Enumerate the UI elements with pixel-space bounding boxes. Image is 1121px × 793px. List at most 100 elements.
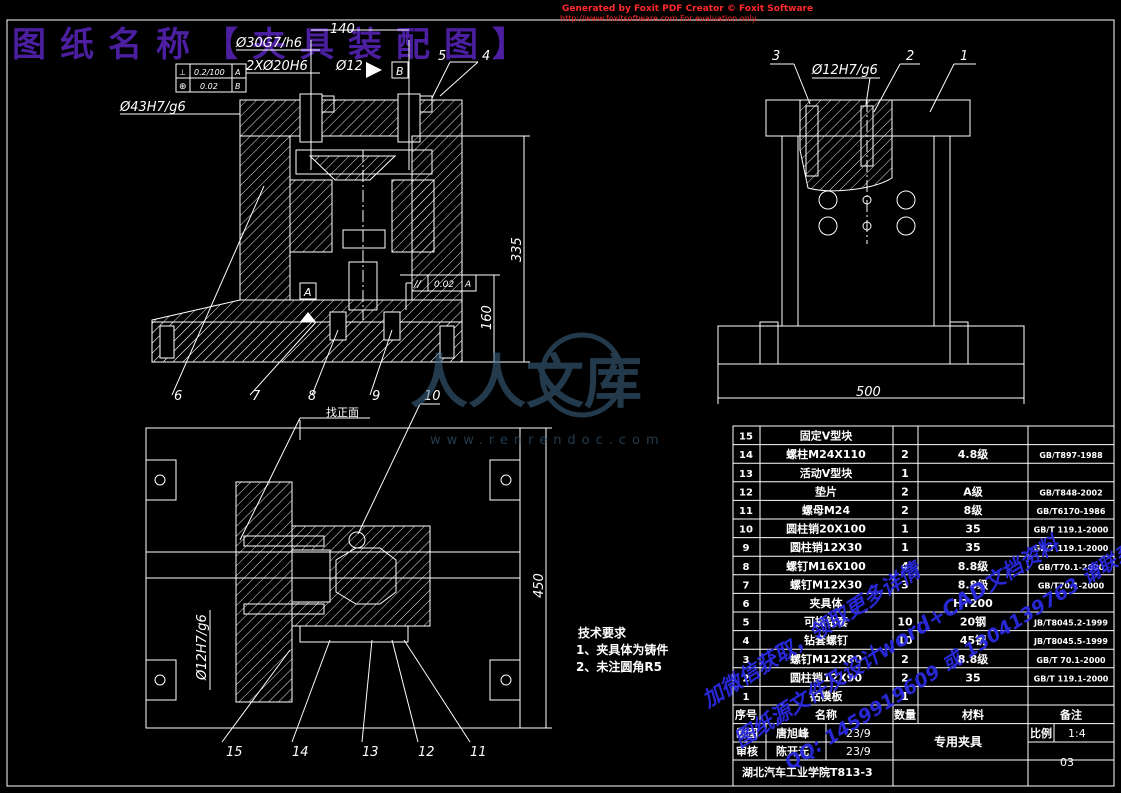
draw-date: 23/9: [846, 727, 871, 740]
svg-text:⊕: ⊕: [179, 82, 187, 92]
bom-row-name: 圆柱销20X100: [786, 522, 866, 536]
watermark-url: www.renrendoc.com: [430, 433, 665, 448]
side-fit: Ø12H7/g6: [811, 63, 878, 78]
bom-row-no: 14: [739, 450, 753, 461]
callout-4: 4: [482, 49, 490, 64]
bom-row-qty: 4: [901, 560, 909, 573]
bom-row-note: GB/T 119.1-2000: [1034, 544, 1109, 553]
bom-row-qty: 1: [901, 690, 909, 703]
tol-row2-ref: B: [235, 82, 241, 91]
bom-row-no: 11: [739, 506, 753, 517]
dim-height-lower: 160: [480, 305, 495, 330]
bom-row-name: 螺钉M12X30: [790, 577, 862, 591]
fit-h6: 2XØ20H6: [246, 59, 308, 74]
tech-requirements: 技术要求 1、夹具体为铸件 2、未注圆角R5: [576, 625, 668, 674]
school-name: 湖北汽车工业学院T813-3: [742, 765, 873, 779]
callout-12: 12: [418, 745, 435, 760]
bom-head-qty: 数量: [894, 708, 916, 722]
bom-row-material: 35: [965, 523, 980, 536]
bom-row-qty: 1: [901, 523, 909, 536]
bom-head-name: 名称: [815, 708, 837, 722]
bom-row-material: 35: [965, 671, 980, 684]
front-view: A // 0.02 A 140 335 160 Ø30G7/h6 2XØ20H6…: [119, 22, 530, 404]
bom-row-no: 15: [739, 432, 753, 443]
bom-row-material: 4.8级: [958, 447, 989, 461]
bom-row-note: GB/T848-2002: [1039, 488, 1102, 497]
align-face-label: 找正面: [326, 405, 359, 419]
bom-row-no: 3: [743, 655, 750, 666]
bom-row-name: 固定V型块: [800, 429, 854, 443]
bom-row-qty: 2: [901, 671, 909, 684]
callout-15: 15: [226, 745, 243, 760]
bom-row-no: 12: [739, 487, 753, 498]
bom-row-name: 螺母M24: [802, 503, 851, 517]
bom-head-material: 材料: [962, 708, 984, 722]
svg-text:⊥: ⊥: [179, 68, 186, 77]
callout-13: 13: [362, 745, 379, 760]
tol-row1: 0.2/100: [194, 68, 225, 77]
check-label: 审核: [736, 744, 758, 758]
bom-row-material: 35: [965, 541, 980, 554]
bom-row-note: GB/T6170-1986: [1037, 507, 1106, 516]
bom-row-material: HT200: [953, 597, 993, 610]
foxit-url: http://www.foxitsoftware.com For evaluat…: [560, 14, 758, 23]
bom-row-name: 圆柱销12X90: [790, 670, 862, 684]
bom-row-name: 活动V型块: [800, 466, 854, 480]
bom-row-qty: 1: [901, 467, 909, 480]
bom-row-note: JB/T8045.5-1999: [1033, 637, 1108, 646]
svg-text://: //: [413, 279, 422, 290]
part-name: 专用夹具: [934, 734, 982, 749]
callout-7: 7: [252, 389, 261, 404]
bom-row-note: GB/T897-1988: [1039, 451, 1103, 460]
datum-b-label: B: [396, 65, 404, 78]
bom-row-material: 45钢: [960, 633, 986, 647]
title-block: 制图 唐旭峰 23/9 审核 陈开元 23/9 专用夹具 比例 1:4 湖北汽车…: [733, 724, 1114, 786]
bom-row-name: 夹具体: [810, 596, 844, 610]
fit-12: Ø12: [335, 59, 363, 74]
bom-row-material: 8.8级: [958, 577, 989, 591]
sheet-border: [6, 19, 1115, 787]
sheet-number: 03: [1060, 756, 1074, 769]
bom-row-note: JB/T8045.2-1999: [1033, 619, 1108, 628]
bom-row-name: 螺柱M24X110: [786, 447, 866, 461]
tol-row1-ref: A: [234, 68, 240, 77]
bom-row-name: 可换钻套: [804, 615, 849, 629]
bom-head-no: 序号: [735, 708, 757, 722]
bom-row-note: GB/T 119.1-2000: [1034, 526, 1109, 535]
tol-row2: 0.02: [200, 82, 218, 91]
bom-row-material: 20钢: [960, 615, 986, 629]
bom-row-qty: 10: [897, 634, 913, 647]
callout-5: 5: [438, 49, 446, 64]
callout-6: 6: [174, 389, 182, 404]
draw-name: 唐旭峰: [776, 726, 810, 740]
fit-g7h6: Ø30G7/h6: [235, 36, 302, 51]
bom-row-no: 7: [743, 580, 750, 591]
bom-row-no: 8: [743, 562, 750, 573]
bom-row-material: 8.8级: [958, 559, 989, 573]
check-name: 陈开元: [776, 744, 809, 758]
bom-row-no: 9: [743, 543, 750, 554]
bom-row-no: 10: [739, 525, 753, 536]
callout-9: 9: [372, 389, 380, 404]
bom-row-name: 垫片: [815, 484, 837, 498]
bom-row-qty: 3: [901, 578, 909, 591]
dim-height-total: 335: [510, 237, 525, 262]
bom-row-name: 钻模板: [810, 689, 844, 703]
bom-row-material: 8级: [964, 503, 984, 517]
dim-height-450: 450: [532, 573, 547, 598]
bom-row-no: 13: [739, 469, 753, 480]
bom-row-no: 6: [743, 599, 750, 610]
fit-43: Ø43H7/g6: [119, 100, 186, 115]
bom-row-material: 8.8级: [958, 652, 989, 666]
callout-8: 8: [308, 389, 316, 404]
bom-row-qty: 2: [901, 504, 909, 517]
bom-row-qty: 2: [901, 653, 909, 666]
bom-row-name: 螺钉M12X80: [790, 652, 862, 666]
scale-label: 比例: [1030, 726, 1052, 740]
watermark-brand: 人人文库: [410, 348, 642, 416]
tech-req-item-1: 1、夹具体为铸件: [576, 642, 668, 657]
bom-row-note: GB/T70.1-2000: [1038, 581, 1105, 590]
bom-row-qty: 1: [901, 541, 909, 554]
tech-req-title: 技术要求: [578, 625, 627, 640]
